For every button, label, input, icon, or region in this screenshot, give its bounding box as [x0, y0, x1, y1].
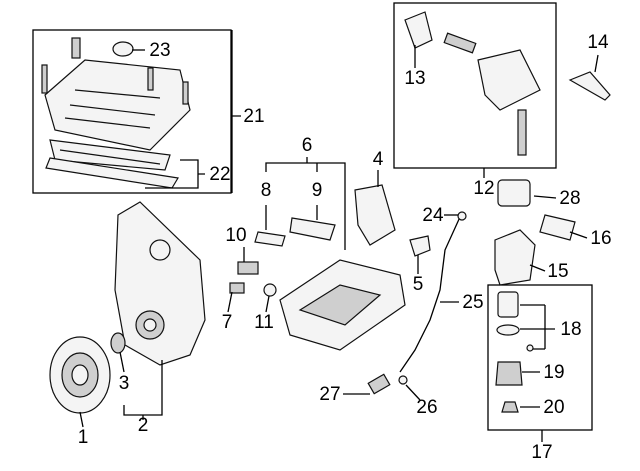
- callout-19: 19: [543, 362, 564, 383]
- dipstick-seal: [367, 373, 391, 395]
- callout-16: 16: [590, 228, 611, 249]
- gasket-16: [539, 214, 576, 241]
- crank-pulley: [49, 336, 111, 414]
- timing-cover: [114, 201, 206, 366]
- callout-28: 28: [559, 188, 580, 209]
- dipstick-handle: [457, 211, 467, 221]
- callout-23: 23: [149, 40, 170, 61]
- callout-6: 6: [302, 135, 313, 156]
- oil-level-sensor: [229, 282, 245, 294]
- oil-pump-group-box: [393, 2, 557, 169]
- callout-20: 20: [543, 397, 564, 418]
- callout-2: 2: [138, 415, 149, 436]
- callout-25: 25: [462, 292, 483, 313]
- baffle-8: [254, 231, 286, 247]
- bracket-14: [568, 71, 611, 101]
- drain-washer: [263, 283, 277, 297]
- callout-22: 22: [209, 164, 230, 185]
- callout-4: 4: [373, 149, 384, 170]
- pump-cover: [404, 11, 433, 49]
- bracket-5: [409, 235, 431, 257]
- callout-8: 8: [261, 180, 272, 201]
- callout-18: 18: [560, 319, 581, 340]
- valve-cover-group-box: [32, 29, 232, 194]
- oil-pressure-sensor: [237, 261, 259, 275]
- oil-cooler: [497, 179, 531, 207]
- pump-shaft: [443, 32, 477, 54]
- filter-cap: [495, 361, 523, 386]
- filter-housing: [494, 229, 536, 286]
- filter-o-ring: [496, 324, 520, 336]
- callout-17: 17: [531, 442, 552, 463]
- oil-pan: [279, 259, 406, 351]
- rear-seal-cover: [354, 184, 396, 246]
- callout-24: 24: [422, 205, 444, 226]
- pump-spring: [517, 109, 527, 156]
- callout-9: 9: [312, 180, 323, 201]
- callout-15: 15: [547, 261, 568, 282]
- callout-26: 26: [416, 397, 437, 418]
- gasket-upper: [49, 139, 171, 171]
- callout-7: 7: [222, 312, 233, 333]
- pcv-valve: [71, 37, 81, 59]
- callout-21: 21: [243, 106, 264, 127]
- oil-filter-group-box: [487, 284, 593, 431]
- callout-27: 27: [319, 384, 340, 405]
- callout-12: 12: [473, 178, 494, 199]
- oil-pump: [477, 49, 541, 111]
- leader-lines: [79, 30, 599, 442]
- dipstick-tube: [399, 216, 461, 373]
- callout-11: 11: [254, 312, 274, 333]
- baffle-9: [289, 217, 336, 241]
- callout-5: 5: [413, 274, 424, 295]
- callout-3: 3: [119, 373, 130, 394]
- oil-filter: [497, 291, 519, 318]
- callout-14: 14: [587, 32, 609, 53]
- callout-13: 13: [404, 68, 425, 89]
- o-ring-26: [398, 375, 408, 385]
- drain-plug-20: [501, 401, 519, 413]
- valve-cover: [41, 37, 191, 189]
- callout-10: 10: [225, 225, 246, 246]
- callout-1: 1: [78, 427, 89, 448]
- oil-cap: [112, 41, 134, 57]
- small-o-ring: [526, 344, 534, 352]
- front-seal: [110, 332, 126, 354]
